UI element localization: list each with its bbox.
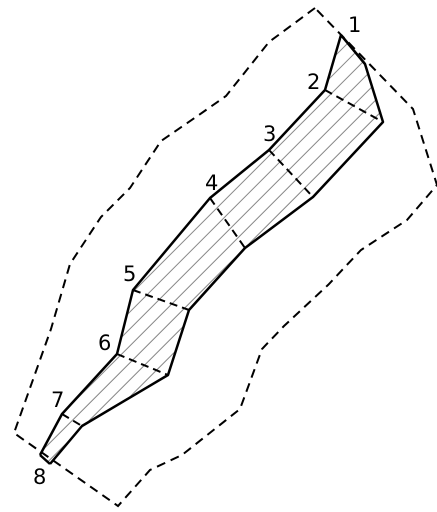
- strip-left-edge: [38, 34, 343, 456]
- section-line-6: [116, 353, 169, 376]
- outer-dashed-boundary: [12, 6, 437, 508]
- station-label-5: 5: [123, 262, 136, 286]
- strip-top-end: [340, 34, 366, 65]
- station-label-8: 8: [33, 465, 46, 489]
- strip-bottom-end: [39, 454, 51, 465]
- section-line-7: [61, 413, 83, 427]
- strip-right-edge: [49, 34, 385, 465]
- station-label-3: 3: [263, 122, 276, 146]
- station-label-6: 6: [98, 331, 111, 355]
- section-line-4: [209, 197, 246, 249]
- section-line-5: [132, 289, 190, 311]
- station-label-2: 2: [307, 70, 320, 94]
- station-label-1: 1: [348, 13, 361, 37]
- station-label-4: 4: [205, 171, 218, 195]
- section-line-2: [324, 89, 384, 123]
- station-label-7: 7: [51, 388, 64, 412]
- section-line-3: [268, 149, 314, 198]
